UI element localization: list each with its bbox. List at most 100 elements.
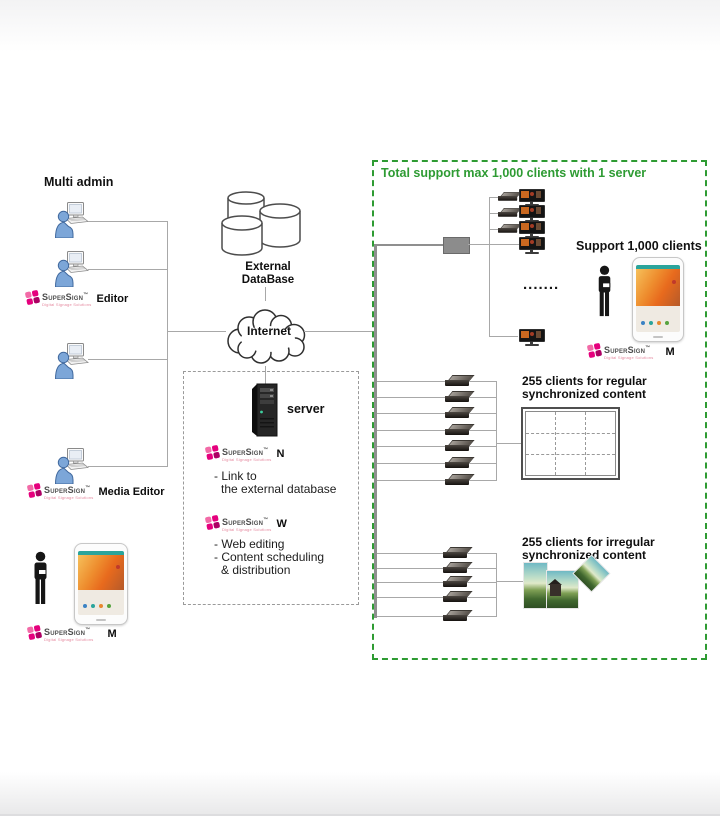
supersign-flower-icon	[586, 342, 603, 359]
media-player-icon	[498, 224, 522, 234]
brand-name: SuperSign™	[222, 447, 269, 457]
connector-line	[489, 197, 490, 337]
connector-line	[468, 244, 519, 245]
clients-panel-title: Total support max 1,000 clients with 1 s…	[381, 166, 647, 180]
brand-name: SuperSign™	[44, 627, 91, 637]
admin-user-icon	[54, 200, 90, 238]
signage-display-icon	[519, 205, 545, 222]
network-switch-icon	[443, 237, 470, 254]
person-icon	[30, 551, 52, 607]
connector-line	[377, 446, 455, 447]
landscape-photo-wide	[547, 571, 578, 608]
connector-line	[490, 336, 518, 337]
smartphone-icon	[74, 543, 128, 625]
support-clients-label: Support 1,000 clients	[576, 239, 702, 253]
connector-line	[377, 413, 455, 414]
supersign-w-logo: SuperSign™ Digital Signage Solutions W	[204, 514, 287, 532]
connector-line	[377, 381, 455, 382]
media-player-icon	[498, 208, 522, 218]
connector-line	[377, 568, 451, 569]
external-database-icon	[221, 191, 301, 256]
server-tower-icon	[252, 383, 278, 437]
connector-line	[377, 430, 455, 431]
irregular-clients-label: 255 clients for irregular synchronized c…	[522, 535, 655, 562]
connector-line	[265, 366, 266, 387]
media-player-icon	[445, 474, 475, 486]
connector-line	[304, 331, 376, 332]
logo-suffix: Media Editor	[98, 486, 165, 498]
supersign-n-logo: SuperSign™ Digital Signage Solutions N	[204, 444, 284, 462]
connector-line	[88, 269, 168, 270]
media-player-icon	[443, 576, 473, 588]
signage-display-icon	[519, 237, 545, 254]
connector-line	[468, 480, 497, 481]
video-wall-icon	[521, 407, 620, 480]
media-player-icon	[443, 562, 473, 574]
logo-suffix: M	[665, 346, 675, 358]
connector-line	[496, 381, 497, 481]
connector-line	[466, 616, 497, 617]
supersign-flower-icon	[26, 624, 43, 641]
connector-line	[265, 287, 266, 301]
media-player-icon	[443, 591, 473, 603]
supersign-flower-icon	[204, 444, 221, 461]
connector-line	[466, 582, 497, 583]
w-feature-2: - Content scheduling	[214, 550, 325, 564]
admin-user-icon	[54, 341, 90, 379]
brand-tagline: Digital Signage Solutions	[44, 637, 94, 642]
supersign-media-editor-logo: SuperSign™ Digital Signage Solutions Med…	[26, 482, 165, 500]
signage-display-icon	[519, 189, 545, 206]
supersign-editor-logo: SuperSign™ Digital Signage Solutions Edi…	[24, 289, 128, 307]
admin-user-icon	[54, 249, 90, 287]
connector-line	[496, 553, 497, 617]
brand-name: SuperSign™	[44, 485, 91, 495]
n-feature-2: the external database	[221, 482, 337, 496]
supersign-flower-icon	[24, 289, 41, 306]
n-feature-1: - Link to	[214, 469, 257, 483]
admin-user-icon	[54, 446, 90, 484]
connector-line	[377, 553, 451, 554]
brand-name: SuperSign™	[42, 292, 89, 302]
connector-line	[88, 466, 168, 467]
media-player-icon	[443, 610, 473, 622]
phone-home-button	[653, 336, 663, 338]
network-bus-line	[374, 244, 377, 618]
connector-line	[377, 397, 455, 398]
media-player-icon	[445, 407, 475, 419]
media-player-icon	[445, 375, 475, 387]
connector-line	[466, 597, 497, 598]
media-player-icon	[445, 424, 475, 436]
connector-line	[468, 413, 497, 414]
brand-tagline: Digital Signage Solutions	[222, 457, 272, 462]
logo-suffix: M	[107, 628, 117, 640]
signage-display-icon	[519, 221, 545, 238]
phone-statusbar	[636, 265, 680, 269]
regular-clients-label: 255 clients for regular synchronized con…	[522, 374, 647, 401]
connector-line	[468, 430, 497, 431]
w-feature-3: & distribution	[221, 563, 291, 577]
supersign-m-logo: SuperSign™ Digital Signage Solutions M	[26, 624, 117, 642]
connector-line	[88, 221, 168, 222]
external-db-label: External DataBase	[241, 261, 295, 286]
server-panel	[183, 371, 359, 605]
brand-tagline: Digital Signage Solutions	[42, 302, 92, 307]
server-label: server	[287, 402, 325, 416]
connector-line	[468, 397, 497, 398]
connector-line	[497, 581, 525, 582]
connector-line	[167, 221, 168, 467]
brand-tagline: Digital Signage Solutions	[604, 355, 654, 360]
multi-admin-label: Multi admin	[44, 175, 114, 189]
internet-cloud-icon	[227, 309, 306, 364]
supersign-m-logo: SuperSign™ Digital Signage Solutions M	[586, 342, 675, 360]
background-gradient-bottom	[0, 772, 720, 816]
connector-line	[377, 244, 443, 246]
connector-line	[466, 568, 497, 569]
connector-line	[168, 331, 226, 332]
connector-line	[497, 443, 524, 444]
connector-line	[468, 463, 497, 464]
media-player-icon	[443, 547, 473, 559]
clients-panel	[372, 160, 707, 660]
background-gradient-top	[0, 0, 720, 52]
person-icon	[594, 265, 616, 319]
